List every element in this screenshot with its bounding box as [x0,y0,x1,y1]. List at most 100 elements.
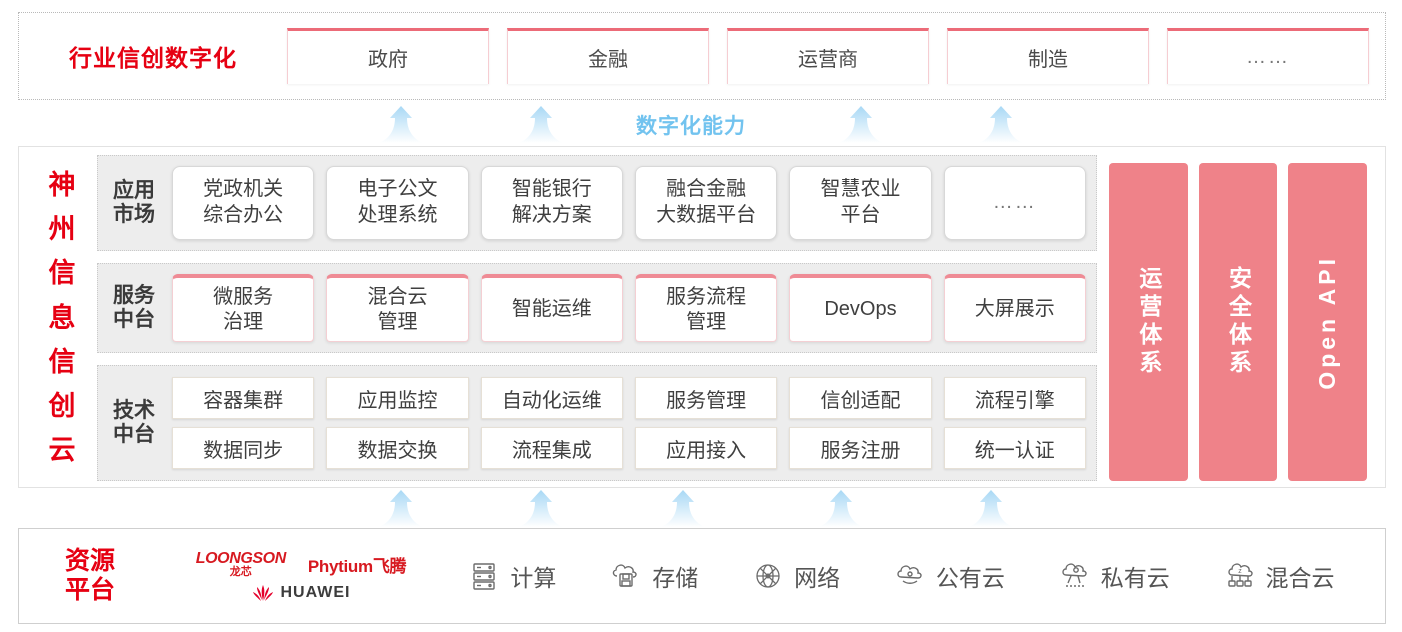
tech-card-data-sync[interactable]: 数据同步 [172,427,315,469]
title-char: 信 [48,258,76,289]
tech-card-xinchuang-adaptation[interactable]: 信创适配 [789,377,932,419]
card-line: 流程引擎 [974,389,1055,412]
card-line: 混合云 [367,285,428,308]
resource-platform-block: 资源 平台 LOONGSON 龙芯 Phytium飞腾 [18,528,1386,624]
tech-card-app-access[interactable]: 应用接入 [634,427,778,469]
title-char: 创 [48,390,76,421]
pillar-operations-system[interactable]: 运营体系 [1109,163,1188,481]
loongson-logo-cn: 龙芯 [229,565,252,578]
industry-card-finance[interactable]: 金融 [507,28,709,84]
up-arrow-icon [838,106,884,144]
card-line: 管理 [377,310,418,333]
resource-item-storage[interactable]: 存储 [609,559,698,593]
card-line: 微服务 [213,285,274,308]
pillar-open-api[interactable]: Open API [1288,163,1368,481]
card-line: 处理系统 [357,204,438,226]
band-label-app-market: 应用 市场 [98,179,170,227]
resource-item-label: 计算 [510,565,557,591]
card-line: 应用接入 [666,439,747,462]
resource-item-public-cloud[interactable]: 公有云 [893,559,1005,593]
resource-item-compute[interactable]: 计算 [467,559,556,593]
card-line: DevOps [824,298,897,320]
loongson-logo: LOONGSON 龙芯 [196,550,287,578]
industry-card-government[interactable]: 政府 [287,28,489,84]
card-line: 治理 [223,310,264,333]
resource-item-label: 混合云 [1265,565,1335,591]
app-card-smart-bank[interactable]: 智能银行解决方案 [480,166,623,240]
card-line: 信创适配 [820,389,901,412]
pillar-security-system[interactable]: 安全体系 [1198,163,1278,481]
industry-card-label: 运营商 [798,49,858,71]
network-globe-icon [751,559,785,593]
resource-item-private-cloud[interactable]: 私有云 [1058,559,1170,593]
resource-item-label: 私有云 [1100,565,1170,591]
cloud-bands: 应用 市场 党政机关综合办公 电子公文处理系统 智能银行解决方案 融合金融大数据… [97,155,1373,481]
industry-card-label: …… [1246,46,1290,68]
up-arrow-icon [518,490,564,528]
industry-card-label: 金融 [588,49,628,71]
svg-text:z: z [1238,568,1242,575]
up-arrow-icon [378,106,424,144]
tech-card-process-engine[interactable]: 流程引擎 [943,377,1086,419]
private-cloud-icon [1058,559,1092,593]
app-card-finance-bigdata[interactable]: 融合金融大数据平台 [634,166,778,240]
card-line: 服务管理 [666,389,747,412]
title-char: 信 [48,346,76,377]
tech-card-service-mgmt[interactable]: 服务管理 [634,377,778,419]
resource-item-network[interactable]: 网络 [751,559,840,593]
cloud-platform-title: 神 州 信 息 信 创 云 [33,155,91,481]
huawei-flower-icon [252,584,274,602]
tech-card-data-exchange[interactable]: 数据交换 [326,427,469,469]
card-line: 流程集成 [511,439,592,462]
app-card-smart-agriculture[interactable]: 智慧农业平台 [789,166,932,240]
tech-card-row: 数据同步 数据交换 流程集成 应用接入 服务注册 统一认证 [172,427,1086,469]
card-line: 解决方案 [511,204,592,226]
industry-card-telecom[interactable]: 运营商 [727,28,929,84]
app-card-more[interactable]: …… [943,166,1086,240]
industry-card-more[interactable]: …… [1167,28,1369,84]
service-card-list: 微服务治理 混合云管理 智能运维 服务流程管理 DevOps 大屏展示 [170,274,1096,342]
tech-card-auto-ops[interactable]: 自动化运维 [480,377,623,419]
card-line: 容器集群 [203,389,284,412]
service-card-microservice-governance[interactable]: 微服务治理 [172,274,315,342]
service-card-process-mgmt[interactable]: 服务流程管理 [634,274,778,342]
tech-card-process-integration[interactable]: 流程集成 [480,427,623,469]
tech-card-container-cluster[interactable]: 容器集群 [172,377,315,419]
band-label-line: 中台 [113,308,155,331]
resource-platform-title: 资源 平台 [19,547,161,605]
resource-item-label: 存储 [652,565,699,591]
pillar-label: Open API [1314,254,1341,390]
card-line: 大数据平台 [656,204,757,226]
cloud-pillars: 运营体系 安全体系 Open API [1109,163,1368,481]
card-line: 自动化运维 [501,389,602,412]
band-label-line: 应用 [113,178,155,202]
up-arrow-icon [968,490,1014,528]
cloud-platform-block: 神 州 信 息 信 创 云 应用 市场 党政机关综合办公 电子公文处理系统 智能… [18,146,1386,488]
service-card-dashboard[interactable]: 大屏展示 [943,274,1086,342]
industry-card-manufacturing[interactable]: 制造 [947,28,1149,84]
card-line: 智慧农业 [820,178,901,201]
industry-band: 行业信创数字化 政府 金融 运营商 制造 …… [18,12,1386,100]
card-line: 电子公文 [357,178,438,201]
card-line: 数据同步 [203,439,284,462]
tech-card-service-registry[interactable]: 服务注册 [789,427,932,469]
up-arrow-icon [660,490,706,528]
service-card-hybrid-cloud-mgmt[interactable]: 混合云管理 [326,274,469,342]
industry-card-label: 制造 [1028,49,1068,71]
card-line: 综合办公 [203,204,284,226]
service-card-devops[interactable]: DevOps [789,274,932,342]
service-card-smart-ops[interactable]: 智能运维 [480,274,623,342]
resource-item-hybrid-cloud[interactable]: z 混合云 [1223,559,1335,593]
hybrid-cloud-icon: z [1223,559,1257,593]
band-tech-platform: 技术 中台 容器集群 应用监控 自动化运维 服务管理 信创适配 流程引擎 [97,365,1097,481]
tech-card-app-monitoring[interactable]: 应用监控 [326,377,469,419]
capability-label: 数字化能力 [636,115,746,138]
vendor-logo-group: LOONGSON 龙芯 Phytium飞腾 [161,550,441,602]
app-card-gov-office[interactable]: 党政机关综合办公 [172,166,315,240]
up-arrow-icon [818,490,864,528]
tech-card-unified-auth[interactable]: 统一认证 [943,427,1086,469]
title-char: 神 [48,170,76,201]
card-line: 融合金融 [666,178,747,201]
app-card-edoc-system[interactable]: 电子公文处理系统 [326,166,469,240]
tech-card-row: 容器集群 应用监控 自动化运维 服务管理 信创适配 流程引擎 [172,377,1086,419]
